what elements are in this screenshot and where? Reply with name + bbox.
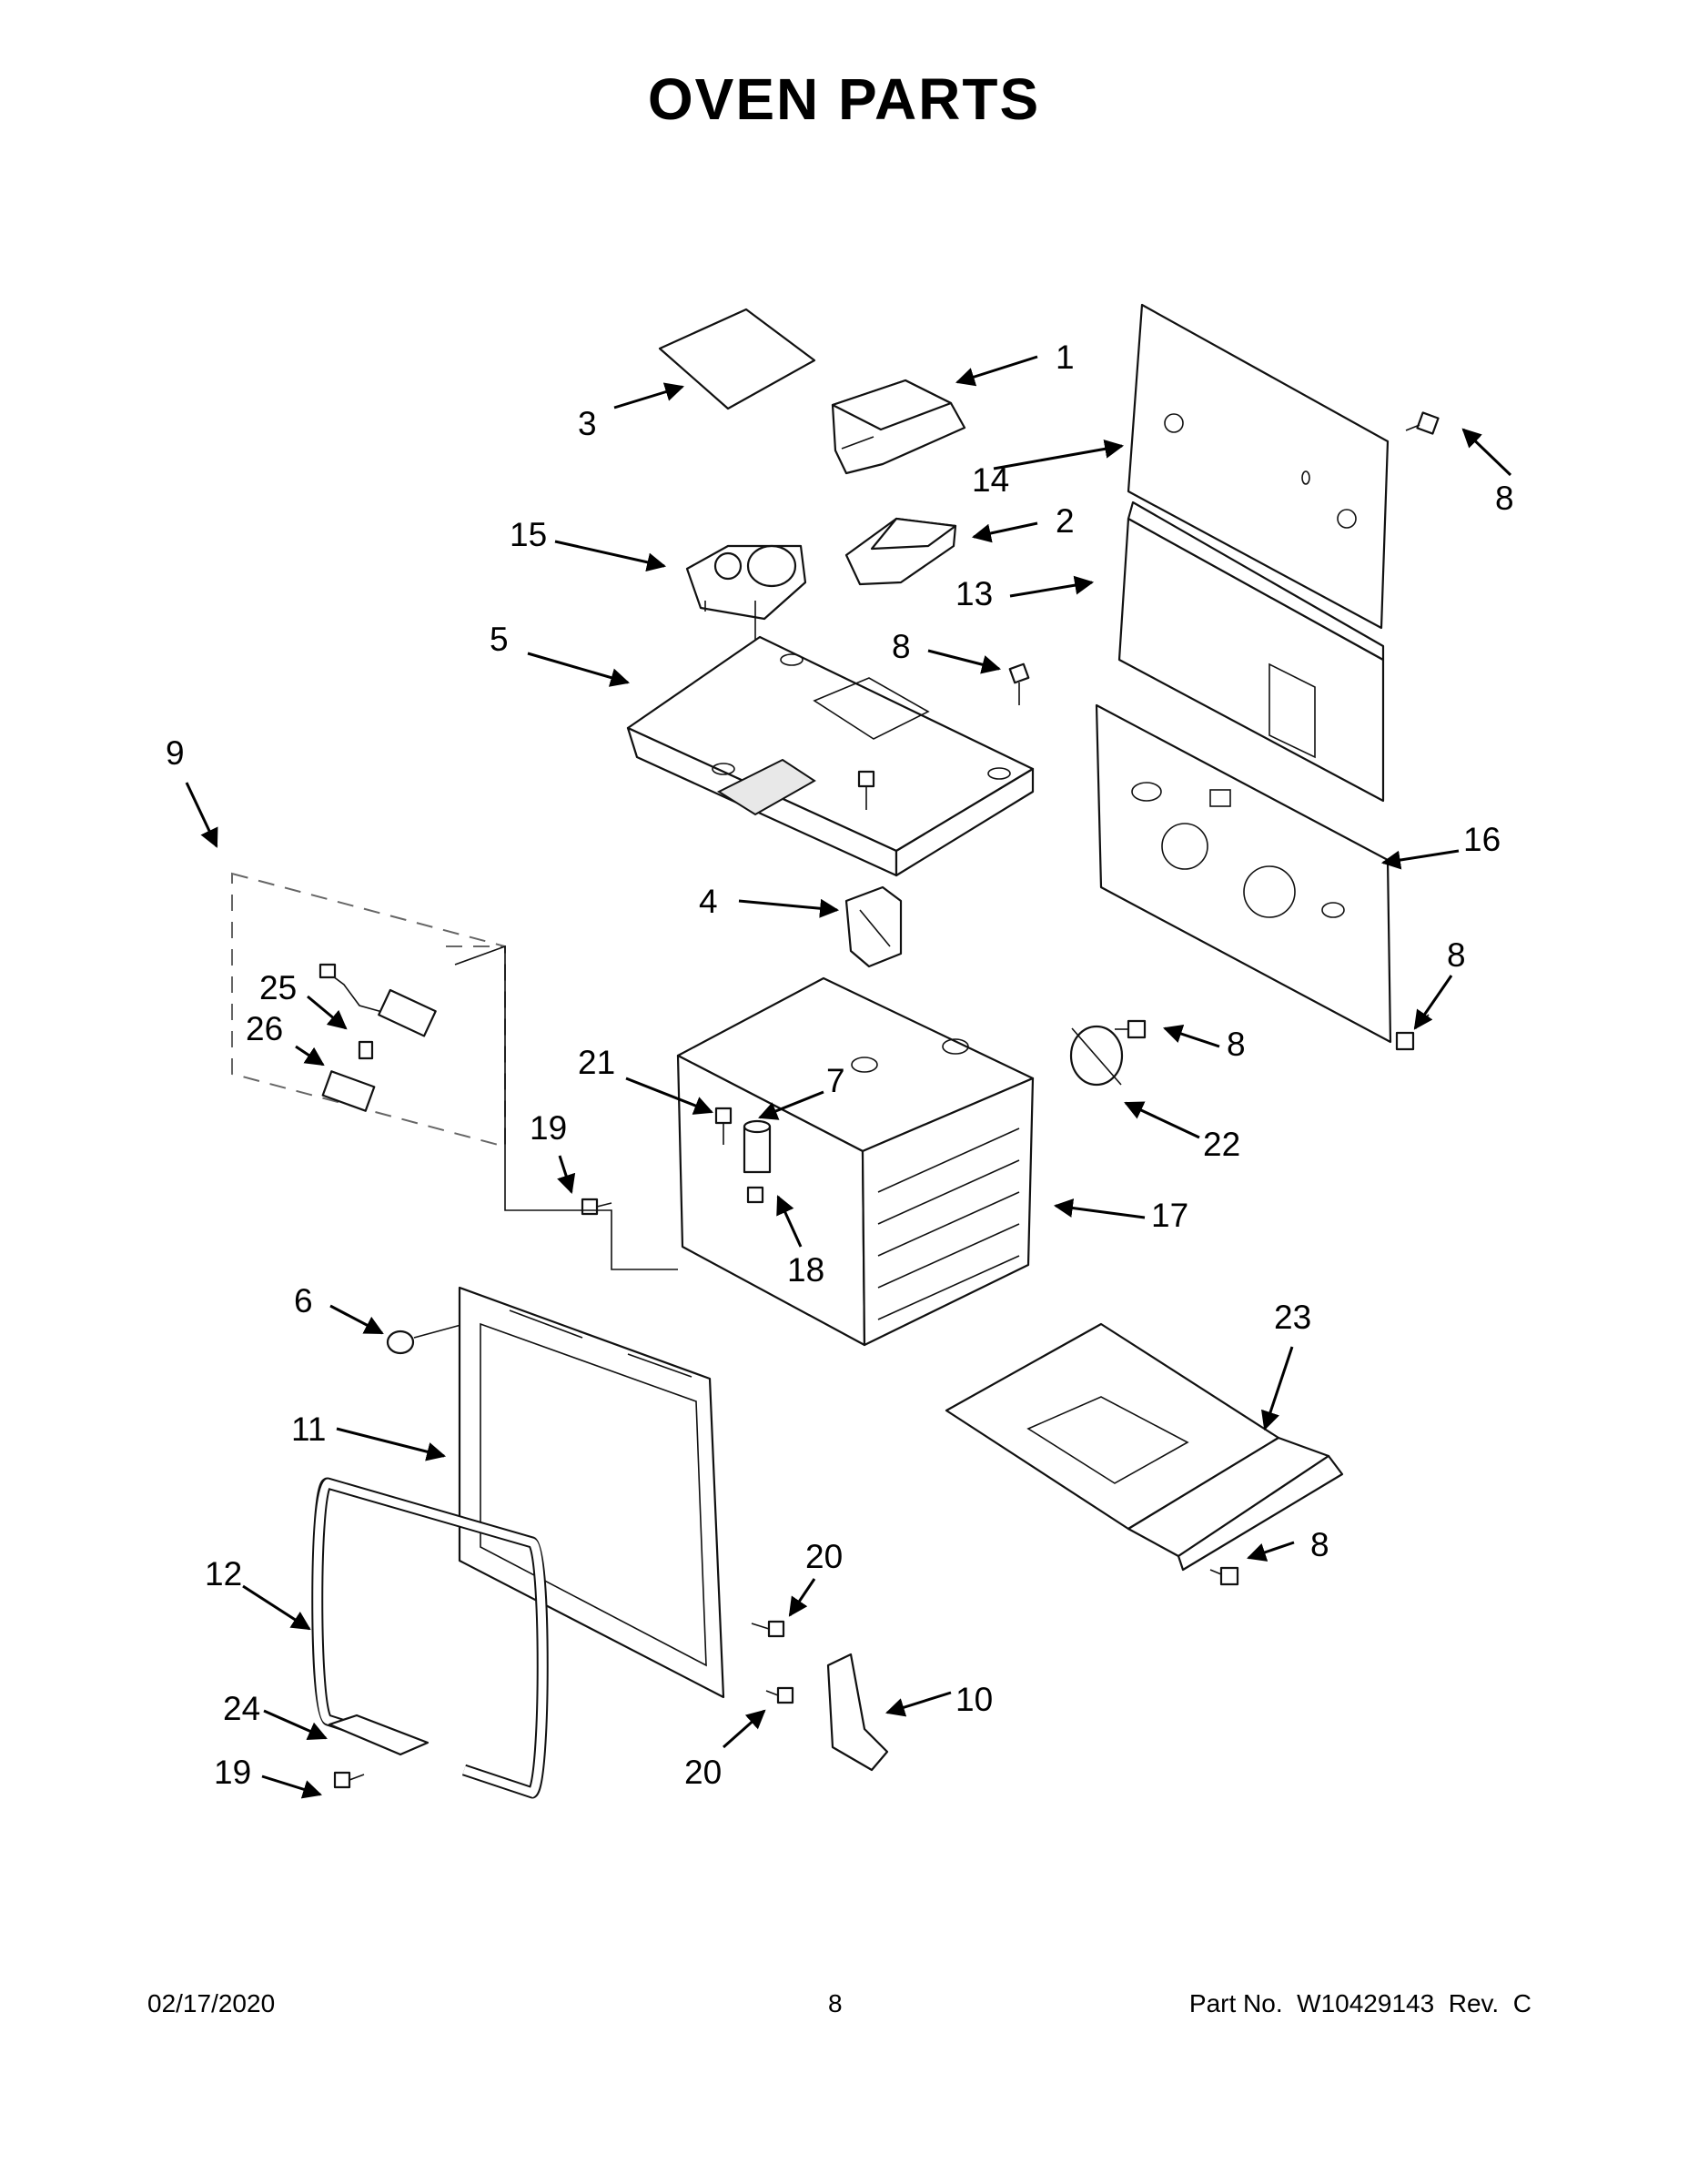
callout-20: 20: [684, 1754, 722, 1791]
footer-date: 02/17/2020: [147, 1989, 276, 2017]
part-21-screw: [714, 1107, 733, 1145]
callout-20: 20: [805, 1538, 843, 1575]
part-8-screw-top: [1008, 662, 1030, 705]
callout-12: 12: [205, 1555, 242, 1592]
callout-13: 13: [955, 575, 993, 612]
part-2-bracket: [844, 517, 957, 586]
callout-18: 18: [787, 1251, 824, 1289]
callout-17: 17: [1151, 1197, 1188, 1234]
callout-8: 8: [892, 628, 911, 665]
part-24-retainer: [328, 1714, 430, 1756]
part-25-sensor: [318, 963, 437, 1060]
leader-lines: [185, 355, 1512, 1799]
part-6-bumper: [386, 1323, 465, 1355]
callout-14: 14: [972, 461, 1009, 499]
part-8-screw-right: [1395, 1014, 1430, 1051]
callout-7: 7: [826, 1062, 845, 1099]
part-15-motor-assembly: [685, 544, 807, 774]
callout-2: 2: [1056, 502, 1075, 540]
part-17-oven-cavity: [676, 976, 1035, 1347]
part-14-rear-panel: [1127, 303, 1390, 630]
part-19-screw-cavity: [581, 1198, 612, 1216]
part-20-screw-upper: [751, 1620, 785, 1638]
part-9-kit-outline: [231, 872, 678, 1270]
callout-3: 3: [578, 405, 597, 442]
callout-6: 6: [294, 1282, 313, 1320]
callout-15: 15: [510, 516, 547, 553]
part-3-cover-plate: [658, 308, 816, 410]
part-1-bracket: [831, 379, 966, 475]
part-10-hinge-bracket: [826, 1653, 889, 1772]
callout-19: 19: [530, 1109, 567, 1147]
footer-part-number: Part No. W10429143 Rev. C: [1188, 1989, 1531, 2017]
part-19-screw-bottom: [333, 1771, 365, 1789]
callout-16: 16: [1463, 821, 1501, 858]
callout-26: 26: [246, 1010, 283, 1047]
part-5-top-panel: [626, 635, 1035, 877]
callout-19: 19: [214, 1754, 251, 1791]
callout-8: 8: [1495, 480, 1514, 517]
part-11-front-frame: [458, 1286, 725, 1699]
part-4-control-board: [844, 885, 903, 968]
part-26-label: [321, 1070, 376, 1112]
callout-9: 9: [166, 734, 185, 772]
callout-4: 4: [699, 883, 718, 920]
callout-8: 8: [1227, 1026, 1246, 1063]
part-13-cover: [1117, 500, 1385, 803]
part-18-clip: [746, 1186, 764, 1204]
part-22-gasket: [1069, 1025, 1124, 1087]
callout-22: 22: [1203, 1126, 1240, 1163]
part-16-rear-wall: [1095, 703, 1392, 1044]
part-8-screw-rear: [1405, 411, 1440, 435]
footer-page-number: 8: [828, 1989, 843, 2017]
callout-1: 1: [1056, 339, 1075, 376]
callout-21: 21: [578, 1044, 615, 1081]
callout-10: 10: [955, 1681, 993, 1718]
callout-25: 25: [259, 969, 297, 1006]
callout-23: 23: [1274, 1299, 1311, 1336]
callout-labels: 1 3 14 8 15 2 13 8 5 9 16 4 8 25 26 8 21…: [166, 339, 1514, 1791]
part-8-screw-bottom: [1209, 1566, 1239, 1586]
part-7-element: [743, 1119, 772, 1174]
callout-11: 11: [291, 1410, 326, 1448]
callout-5: 5: [490, 621, 509, 658]
part-20-screw-lower: [765, 1686, 794, 1704]
callout-8: 8: [1447, 936, 1466, 974]
callout-24: 24: [223, 1690, 260, 1727]
part-12-door-gasket: [311, 1477, 549, 1799]
part-23-bottom-panel: [945, 1322, 1344, 1572]
part-8-screw-center: [857, 770, 875, 810]
page-title: OVEN PARTS: [647, 66, 1041, 132]
callout-8: 8: [1310, 1526, 1329, 1563]
part-8-screw-middle: [1115, 1019, 1147, 1039]
